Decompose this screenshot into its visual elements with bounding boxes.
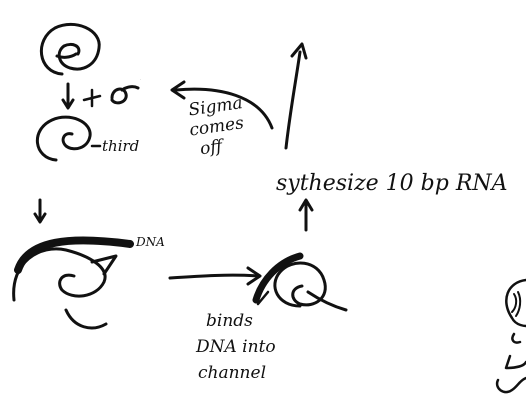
binds-line2: DNA into [195,337,276,357]
arrow-up-1 [298,198,314,232]
sigma-note-line3: off [199,136,227,159]
binds-note: binds DNA into channel [195,311,276,383]
enzyme-dna-bound: DNA [12,235,165,330]
arrow-right [168,266,262,286]
sigma-symbol: σ [140,79,141,81]
enzyme-middle: third [35,115,139,162]
enzyme-channel [252,252,348,312]
arrow-down-1 [61,82,75,110]
plus-sigma [82,85,140,108]
dna-label: DNA [135,235,165,249]
sigma-note: Sigma comes off [187,93,245,159]
third-label: third [102,137,139,155]
partial-figure [495,278,526,394]
synthesis-text: sythesize 10 bp RNA [276,171,508,196]
sigma-release-arrow [170,80,274,130]
binds-line1: binds [206,311,253,331]
enzyme-top [39,22,101,76]
arrow-down-2 [33,198,47,224]
binds-line3: channel [198,363,266,383]
arrow-up-2 [284,42,308,150]
